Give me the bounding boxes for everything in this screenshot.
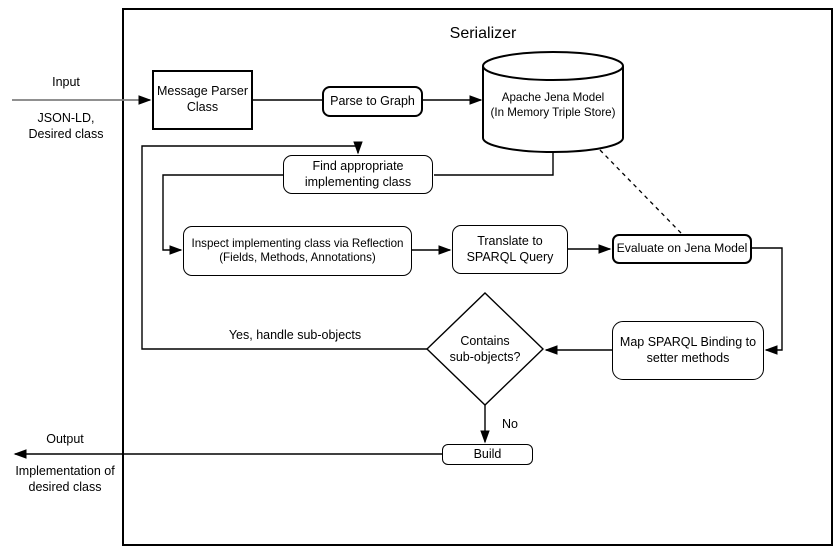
label-output: Output bbox=[46, 432, 84, 446]
connector-model-evaluate-dashed bbox=[599, 149, 682, 234]
connector-yes-loop bbox=[141, 141, 427, 350]
connector-evaluate-to-map bbox=[752, 247, 783, 355]
label-no-branch: No bbox=[502, 417, 518, 431]
serializer-boundary bbox=[122, 8, 833, 546]
connector-model-to-find bbox=[434, 152, 554, 176]
node-apache-jena-model-label: Apache Jena Model (In Memory Triple Stor… bbox=[490, 91, 616, 120]
node-contains-subobjects-label: Contains sub-objects? bbox=[449, 334, 521, 365]
connector-find-to-inspect bbox=[162, 174, 283, 255]
node-parse-to-graph: Parse to Graph bbox=[322, 86, 423, 117]
node-build: Build bbox=[442, 444, 533, 465]
diagram-title: Serializer bbox=[449, 25, 517, 42]
database-cylinder bbox=[482, 51, 624, 153]
label-yes-branch: Yes, handle sub-objects bbox=[228, 328, 362, 342]
node-find-implementing-class: Find appropriate implementing class bbox=[283, 155, 433, 194]
label-output-detail: Implementation of desired class bbox=[15, 464, 115, 495]
node-evaluate-on-jena-model: Evaluate on Jena Model bbox=[612, 234, 752, 264]
node-map-sparql-binding: Map SPARQL Binding to setter methods bbox=[612, 321, 764, 380]
node-message-parser-class: Message Parser Class bbox=[152, 70, 253, 130]
node-inspect-via-reflection: Inspect implementing class via Reflectio… bbox=[183, 226, 412, 276]
label-input: Input bbox=[52, 75, 80, 89]
decision-diamond-shape bbox=[425, 292, 545, 406]
node-translate-to-sparql: Translate to SPARQL Query bbox=[452, 225, 568, 274]
label-input-detail: JSON-LD, Desired class bbox=[28, 111, 104, 142]
